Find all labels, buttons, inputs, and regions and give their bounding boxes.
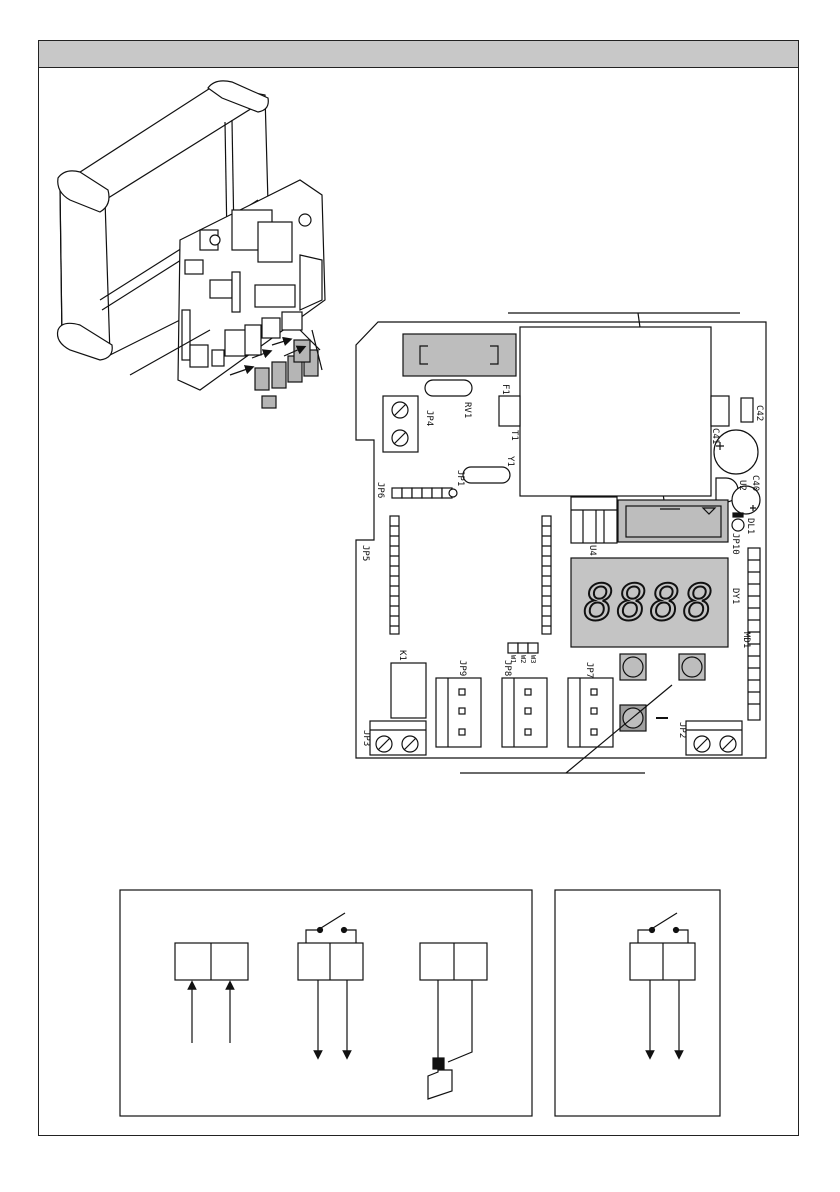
terminal-jp8 [502,678,547,747]
jumpers-w1-w3 [508,643,538,653]
enclosure-illustration [58,81,326,408]
label-u2: U2 [737,480,747,491]
label-jp10: JP10 [730,533,740,555]
push-button-top-left [620,654,646,680]
wiring-panel-right [555,890,720,1116]
label-u4: U4 [587,545,597,556]
label-jp4: JP4 [424,410,434,426]
label-w3: W3 [529,655,537,663]
terminal-jp2 [686,721,742,755]
label-w1: W1 [509,655,517,663]
relay-k1 [391,663,426,718]
label-jp9: JP9 [457,660,467,676]
terminal-jp9 [436,678,481,747]
label-jp2: JP2 [677,722,687,738]
crystal-y1 [463,467,510,483]
label-jp6: JP6 [375,482,385,498]
label-jp1: JP1 [455,470,465,486]
label-dl1: DL1 [745,518,755,534]
push-button-top-right [679,654,705,680]
led-dl1 [732,519,744,531]
label-w2: W2 [519,655,527,663]
pcb-layout [356,313,766,773]
label-c42: C42 [754,405,764,421]
label-dy1: DY1 [730,588,740,604]
label-rv1: RV1 [462,402,472,418]
label-t1: T1 [509,430,519,441]
label-md1: MD1 [741,632,751,648]
terminal-jp7 [568,678,613,747]
terminal-jp3 [370,721,426,755]
wiring-panel-left [120,890,532,1116]
label-c40: C40 [750,475,760,491]
ic-u4 [571,497,617,543]
label-k1: K1 [397,650,407,661]
capacitor-c42 [741,398,753,422]
label-f1: F1 [500,384,510,395]
label-c41: C41 [710,428,720,444]
header-jp1 [392,488,457,498]
display-digits: 8888 [584,574,716,632]
label-jp7: JP7 [584,662,594,678]
label-jp3: JP3 [361,730,371,746]
label-y1: Y1 [505,456,515,467]
label-jp5: JP5 [360,545,370,561]
transformer-t1 [520,327,711,496]
varistor-rv1 [425,380,472,396]
